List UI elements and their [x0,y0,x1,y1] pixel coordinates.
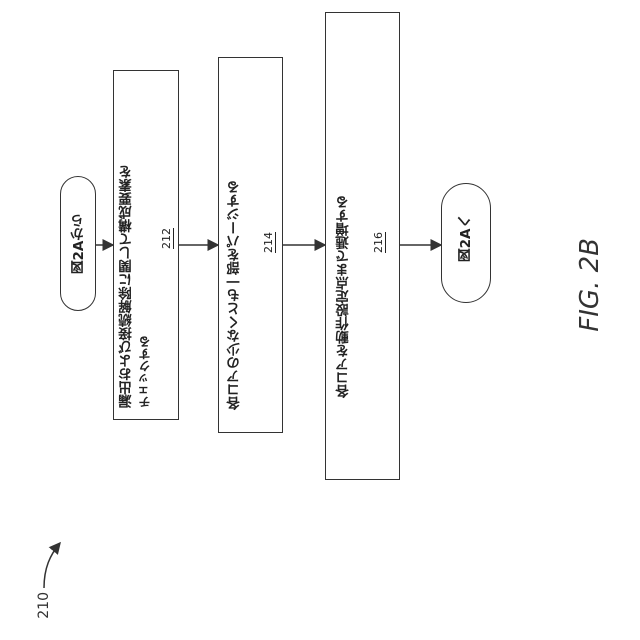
ref-210-leader-arrow [44,543,60,588]
step-214-text-line1: 各コアの少なくとも一部をパージする [226,110,246,410]
step-214-ref: 214 [262,232,275,253]
step-212-text-line2: チェックする [137,78,154,408]
diagram-ref-210: 210 [36,592,52,619]
start-terminal-label: 図2Aから [70,176,90,311]
step-212-ref: 212 [160,228,173,249]
end-terminal-label: 図2Aへ [457,215,477,262]
figure-label: FIG. 2B [575,238,605,332]
step-212-text-line1: 漏出および接続解除に関して構成要素を [118,78,138,408]
step-216-ref: 216 [372,232,385,253]
step-216-text-line1: 各コアを動作設定点まで逓増する [335,118,355,398]
